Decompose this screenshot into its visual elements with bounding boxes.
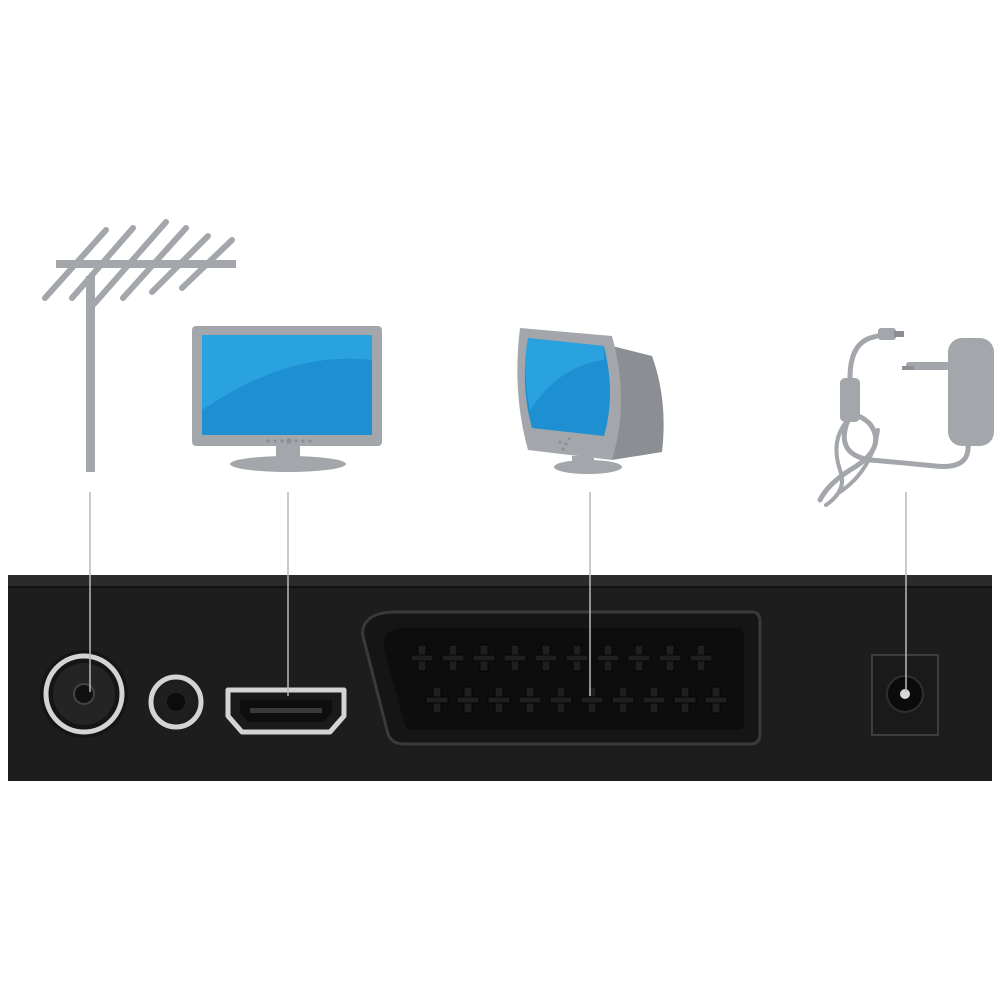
scart-pin (441, 644, 465, 672)
scart-pin (673, 686, 697, 714)
connector-lines (89, 492, 907, 696)
scart-pin (503, 644, 527, 672)
dc-power-port (871, 654, 939, 736)
scart-pin (611, 686, 635, 714)
antenna-icon (42, 219, 236, 472)
scart-pin (689, 644, 713, 672)
hdmi-port (225, 687, 347, 735)
receiver-back-panel (8, 575, 992, 781)
scart-pin (627, 644, 651, 672)
scart-pin (518, 686, 542, 714)
crt-tv-icon (517, 328, 664, 474)
scart-pin (596, 644, 620, 672)
scart-port (361, 610, 762, 746)
scart-pin (534, 644, 558, 672)
power-adapter-icon (817, 328, 994, 507)
scart-pin (487, 686, 511, 714)
scart-pin (580, 686, 604, 714)
scart-pin (456, 686, 480, 714)
scart-pin (565, 644, 589, 672)
audio-video-jack (148, 674, 204, 730)
scart-pin (642, 686, 666, 714)
scart-pin (658, 644, 682, 672)
flat-tv-icon (192, 326, 382, 472)
scart-pin (425, 686, 449, 714)
scart-pin (472, 644, 496, 672)
scart-pin (549, 686, 573, 714)
scart-pins (410, 644, 728, 714)
scart-pin (410, 644, 434, 672)
scart-pin (704, 686, 728, 714)
antenna-input-port (40, 650, 128, 738)
